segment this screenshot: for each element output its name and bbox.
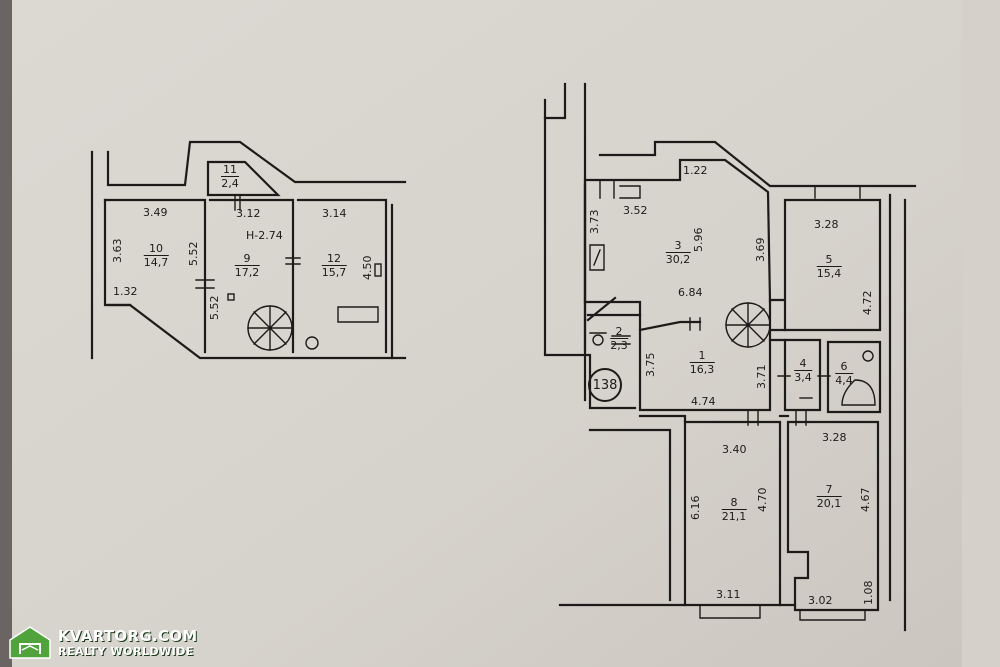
room-area: 2,3 — [610, 339, 628, 352]
dimension-label: 6.84 — [678, 286, 703, 299]
room-label-5: 5 15,4 — [816, 254, 842, 280]
room-label-11: 11 2,4 — [221, 164, 239, 189]
toilet-lower — [592, 334, 604, 346]
watermark-name: KVARTORG.COM — [58, 626, 198, 645]
apartment-number-badge: 138 — [588, 368, 622, 402]
room-number: 2 — [610, 326, 628, 339]
dimension-label: 3.52 — [623, 204, 648, 217]
lower-level-fixtures — [589, 179, 876, 621]
room-label-1: 1 16,3 — [689, 350, 715, 376]
watermark-tagline: REALTY WORLDWIDE — [58, 644, 194, 658]
upper-level-walls — [90, 140, 407, 360]
room-area: 15,4 — [816, 267, 842, 280]
kvartorg-watermark: KVARTORG.COM REALTY WORLDWIDE — [8, 624, 198, 660]
bathtub-upper — [337, 306, 379, 323]
room-number: 5 — [816, 254, 842, 267]
dimension-label: 4.74 — [691, 395, 716, 408]
room-area: 15,7 — [321, 266, 347, 279]
room-area: 16,3 — [689, 363, 715, 376]
room-area: 4,4 — [835, 374, 853, 387]
dimension-label: 1.22 — [683, 164, 708, 177]
dimension-label: 1.08 — [862, 580, 875, 606]
room-number: 1 — [689, 350, 715, 363]
room-label-2: 2 2,3 — [610, 326, 628, 351]
dimension-label: 3.12 — [236, 207, 261, 220]
dimension-label: 5.96 — [692, 227, 705, 253]
paper-sheet — [12, 0, 962, 667]
dimension-label: 5.52 — [208, 295, 221, 321]
room-area: 17,2 — [234, 266, 260, 279]
dimension-label: 4.70 — [756, 487, 769, 513]
dimension-label: 3.73 — [588, 209, 601, 235]
dimension-label: 3.11 — [716, 588, 741, 601]
room-area: 30,2 — [665, 253, 691, 266]
room-label-10: 10 14,7 — [143, 243, 169, 269]
dimension-label: 3.49 — [143, 206, 168, 219]
room-number: 10 — [143, 243, 169, 256]
dimension-label: 3.28 — [814, 218, 839, 231]
dimension-label: 3.63 — [111, 238, 124, 264]
room-label-3: 3 30,2 — [665, 240, 691, 266]
room-number: 12 — [321, 253, 347, 266]
room-number: 9 — [234, 253, 260, 266]
room-area: 3,4 — [794, 371, 812, 384]
dimension-label: 3.28 — [822, 431, 847, 444]
room-label-12: 12 15,7 — [321, 253, 347, 279]
room-number: 4 — [794, 358, 812, 371]
dimension-label: 3.75 — [644, 352, 657, 378]
room-number: 7 — [816, 484, 842, 497]
toilet-upper — [305, 336, 319, 350]
upper-level-fixtures — [195, 194, 382, 351]
dimension-label: 3.69 — [754, 237, 767, 263]
dimension-label: 3.71 — [755, 364, 768, 390]
room-number: 6 — [835, 361, 853, 374]
room-label-8: 8 21,1 — [721, 497, 747, 523]
dimension-label: 4.67 — [859, 487, 872, 513]
ceiling-height-note: H-2.74 — [246, 229, 283, 242]
sink-lower — [862, 350, 874, 362]
room-number: 11 — [221, 163, 239, 177]
dimension-label: 3.02 — [808, 594, 833, 607]
dimension-label: 6.16 — [689, 495, 702, 521]
dimension-label: 5.52 — [187, 241, 200, 267]
room-area: 21,1 — [721, 510, 747, 523]
room-number: 3 — [665, 240, 691, 253]
room-label-6: 6 4,4 — [835, 361, 853, 386]
room-area: 2,4 — [221, 177, 239, 190]
room-label-7: 7 20,1 — [816, 484, 842, 510]
room-area: 20,1 — [816, 497, 842, 510]
dimension-label: 4.50 — [361, 255, 374, 281]
room-number: 8 — [721, 497, 747, 510]
room-area: 14,7 — [143, 256, 169, 269]
dimension-label: 3.14 — [322, 207, 347, 220]
dimension-label: 3.40 — [722, 443, 747, 456]
room-label-9: 9 17,2 — [234, 253, 260, 279]
dimension-label: 4.72 — [861, 290, 874, 316]
house-logo-icon — [9, 626, 51, 659]
room-label-4: 4 3,4 — [794, 358, 812, 383]
bathtub-lower — [841, 379, 876, 406]
dimension-label: 1.32 — [113, 285, 138, 298]
